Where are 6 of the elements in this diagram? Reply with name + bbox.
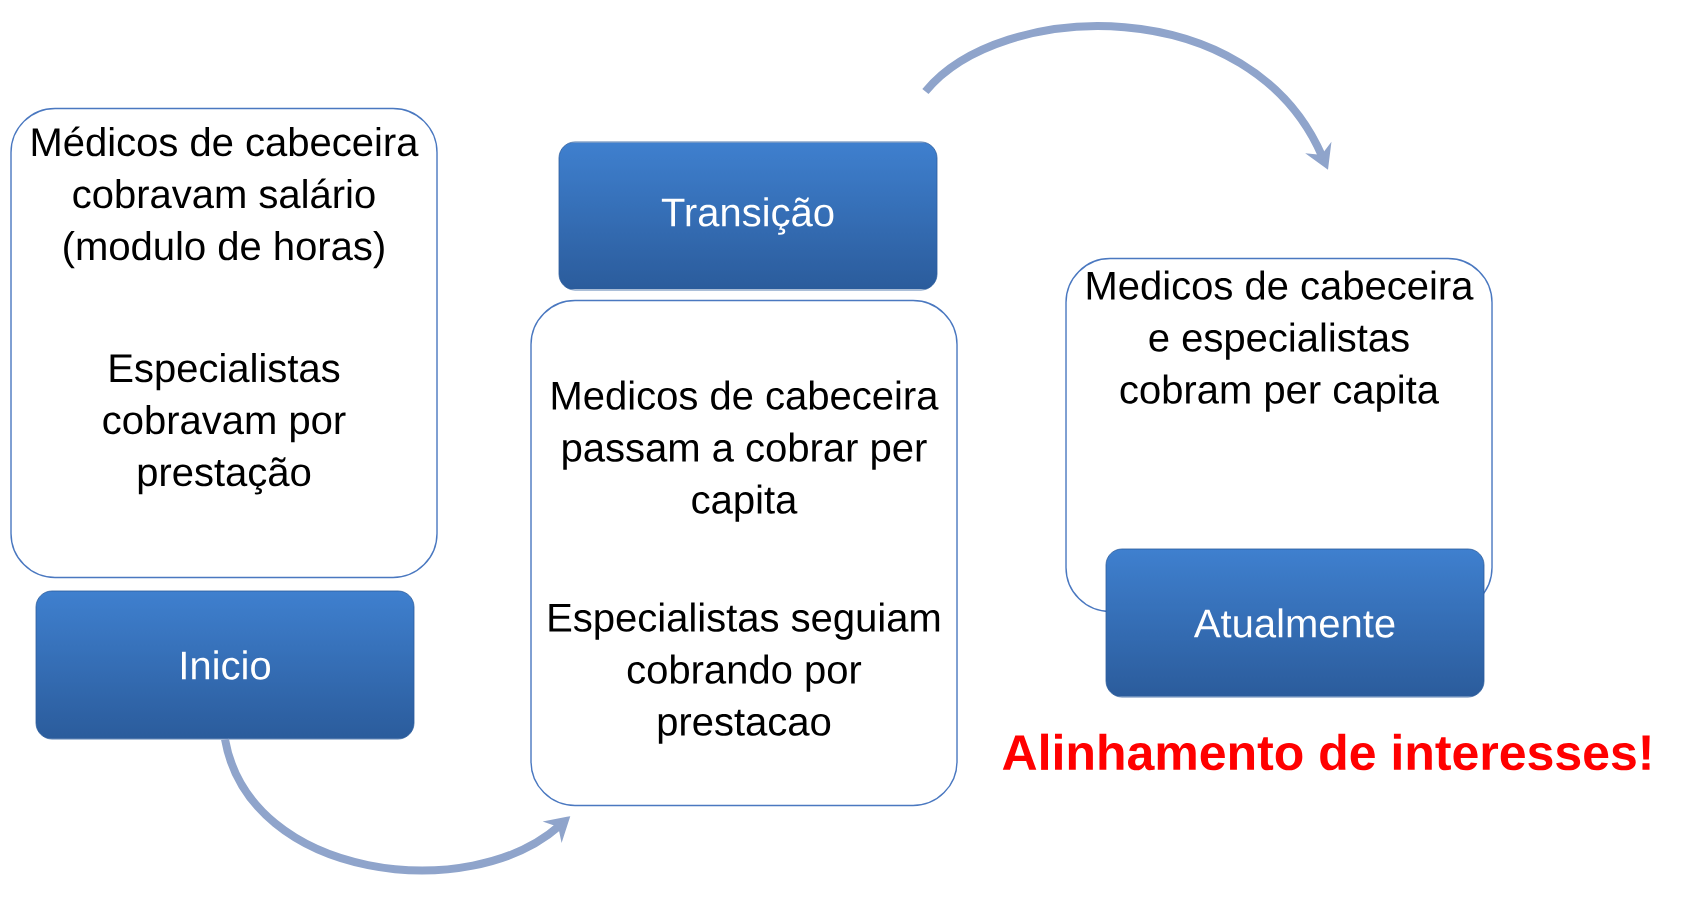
- text-box: Medicos de cabeceira passam a cobrar per capita Especialistas seguiam cobrando por prestacao: [530, 299, 958, 807]
- text-box: Médicos de cabeceira cobravam salário (modulo de horas) Especialistas cobravam por prestação: [10, 107, 438, 579]
- highlight-text: Alinhamento de interesses!: [1002, 733, 1650, 771]
- stage-box: Transição: [558, 141, 938, 291]
- stage-box: Inicio: [35, 590, 415, 740]
- stage-box: Atualmente: [1105, 548, 1485, 698]
